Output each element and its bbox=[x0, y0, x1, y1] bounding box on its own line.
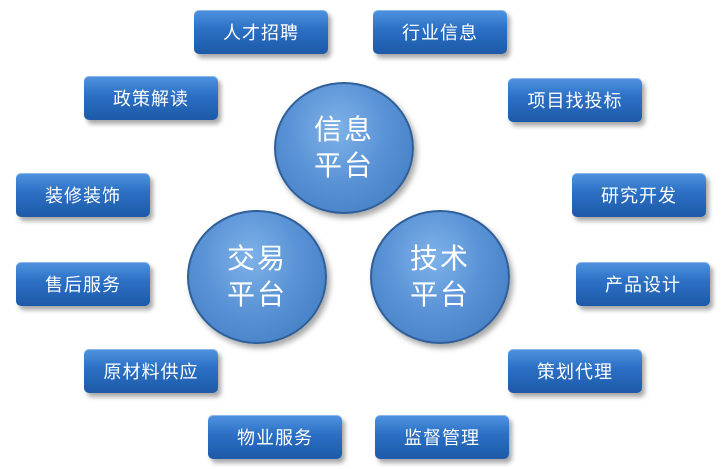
hub-tech-platform: 技术平台 bbox=[370, 210, 510, 344]
tag-product-design: 产品设计 bbox=[576, 262, 710, 306]
tag-research-development: 研究开发 bbox=[572, 173, 706, 217]
tag-raw-material-supply: 原材料供应 bbox=[84, 349, 218, 393]
hub-info-label: 信息平台 bbox=[313, 113, 374, 182]
tag-supervision-management: 监督管理 bbox=[375, 415, 509, 459]
tag-talent-recruitment: 人才招聘 bbox=[194, 10, 328, 54]
tag-policy-interpretation: 政策解读 bbox=[84, 76, 218, 120]
tag-industry-news: 行业信息 bbox=[373, 10, 507, 54]
tag-project-bidding: 项目找投标 bbox=[508, 78, 642, 122]
tag-after-sales-service: 售后服务 bbox=[16, 262, 150, 306]
tag-decoration: 装修装饰 bbox=[16, 173, 150, 217]
hub-info-platform: 信息平台 bbox=[274, 82, 414, 214]
hub-trade-label: 交易平台 bbox=[226, 242, 287, 311]
hub-tech-label: 技术平台 bbox=[409, 242, 470, 311]
hub-trade-platform: 交易平台 bbox=[187, 210, 327, 344]
tag-property-service: 物业服务 bbox=[208, 415, 342, 459]
tag-planning-agency: 策划代理 bbox=[508, 349, 642, 393]
